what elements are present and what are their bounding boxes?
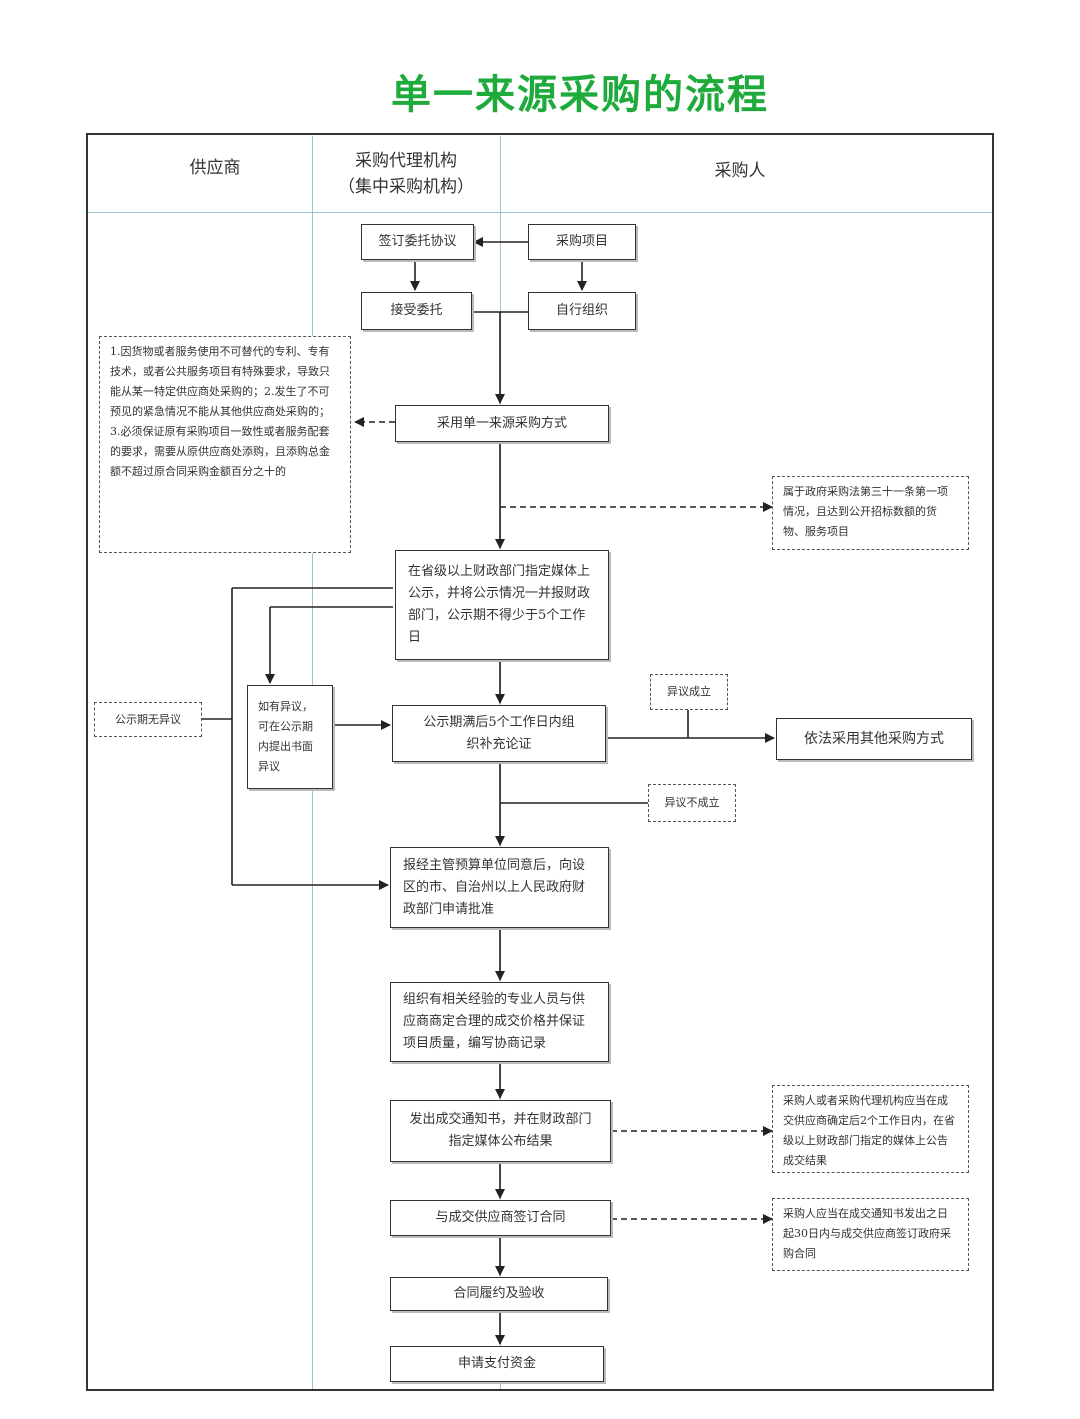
article31-note: 属于政府采购法第三十一条第一项情况，且达到公开招标数额的货物、服务项目 <box>772 476 969 550</box>
lane-header-agency: 采购代理机构 （集中采购机构） <box>312 148 500 200</box>
objection-submit-box: 如有异议，可在公示期内提出书面异议 <box>247 685 333 789</box>
apply-approval-box: 报经主管预算单位同意后，向设区的市、自治州以上人民政府财政部门申请批准 <box>390 847 609 928</box>
other-method-box: 依法采用其他采购方式 <box>776 718 972 760</box>
lane-header-purchaser: 采购人 <box>714 161 766 181</box>
accept-commission-box: 接受委托 <box>361 292 472 330</box>
publicity-box: 在省级以上财政部门指定媒体上公示，并将公示情况一并报财政部门，公示期不得少于5个… <box>395 550 609 660</box>
lane-header-supplier: 供应商 <box>189 158 241 178</box>
contract-deadline-note: 采购人应当在成交通知书发出之日起30日内与成交供应商签订政府采购合同 <box>772 1198 969 1271</box>
adopt-single-source-box: 采用单一来源采购方式 <box>395 405 609 442</box>
payment-box: 申请支付资金 <box>390 1346 604 1382</box>
page-title: 单一来源采购的流程 <box>391 72 769 118</box>
issue-notice-box: 发出成交通知书，并在财政部门指定媒体公布结果 <box>390 1100 611 1162</box>
conditions-note: 1.因货物或者服务使用不可替代的专利、专有技术，或者公共服务项目有特殊要求，导致… <box>99 336 351 553</box>
no-objection-note: 公示期无异议 <box>94 702 202 737</box>
purchase-project-box: 采购项目 <box>528 224 636 260</box>
acceptance-box: 合同履约及验收 <box>390 1277 608 1311</box>
supplement-demonstration-box: 公示期满后5个工作日内组织补充论证 <box>392 705 606 762</box>
objection-invalid-note: 异议不成立 <box>648 784 736 822</box>
flowchart-frame <box>86 133 994 1391</box>
sign-contract-box: 与成交供应商签订合同 <box>390 1200 611 1236</box>
negotiate-box: 组织有相关经验的专业人员与供应商商定合理的成交价格并保证项目质量，编写协商记录 <box>390 982 609 1062</box>
self-organize-box: 自行组织 <box>528 292 636 330</box>
lane-header-agency-line1: 采购代理机构 <box>355 151 457 171</box>
announce-result-note: 采购人或者采购代理机构应当在成交供应商确定后2个工作日内，在省级以上财政部门指定… <box>772 1085 969 1173</box>
sign-agreement-box: 签订委托协议 <box>361 224 474 260</box>
header-divider <box>88 212 992 213</box>
lane-header-agency-line2: （集中采购机构） <box>338 177 474 197</box>
objection-valid-note: 异议成立 <box>650 674 728 710</box>
